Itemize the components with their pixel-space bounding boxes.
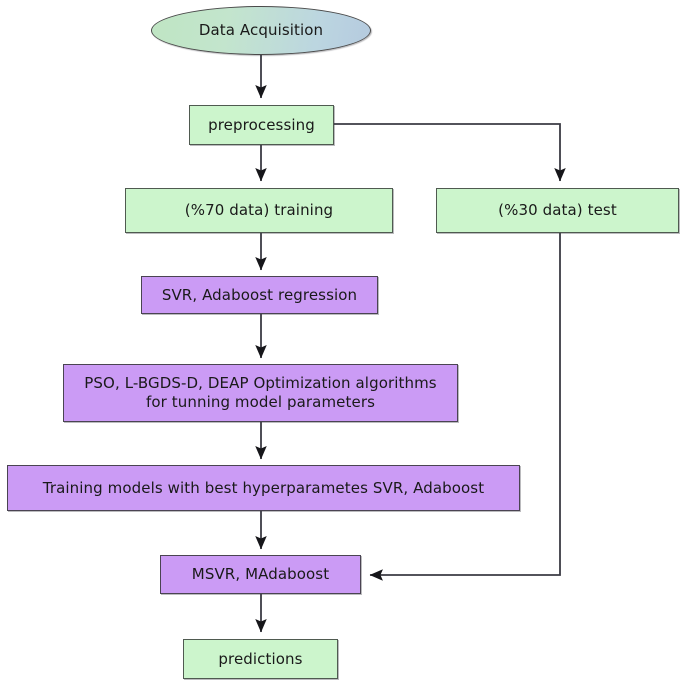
node-test-split[interactable]: (%30 data) test	[436, 188, 679, 233]
node-preprocessing-label: preprocessing	[208, 115, 315, 134]
node-msvr-madaboost-label: MSVR, MAdaboost	[191, 565, 330, 584]
node-training-best-hyperparameters[interactable]: Training models with best hyperparametes…	[7, 465, 520, 511]
node-svr-adaboost-regression[interactable]: SVR, Adaboost regression	[141, 276, 378, 314]
node-svr-adaboost-regression-label: SVR, Adaboost regression	[161, 285, 358, 304]
node-training-split-label: (%70 data) training	[184, 201, 334, 220]
node-preprocessing[interactable]: preprocessing	[189, 105, 334, 145]
node-optimization-algorithms-label: PSO, L-BGDS-D, DEAP Optimization algorit…	[84, 374, 437, 411]
node-data-acquisition[interactable]: Data Acquisition	[151, 6, 371, 55]
node-predictions-label: predictions	[218, 649, 303, 668]
node-test-split-label: (%30 data) test	[498, 201, 617, 220]
node-optimization-algorithms[interactable]: PSO, L-BGDS-D, DEAP Optimization algorit…	[63, 364, 458, 422]
node-training-best-hyperparameters-label: Training models with best hyperparametes…	[42, 478, 485, 497]
node-predictions[interactable]: predictions	[183, 639, 338, 679]
node-training-split[interactable]: (%70 data) training	[125, 188, 393, 233]
edge-preprocessing-to-test-split	[334, 123, 566, 182]
node-data-acquisition-label: Data Acquisition	[198, 21, 324, 40]
node-msvr-madaboost[interactable]: MSVR, MAdaboost	[160, 555, 361, 594]
